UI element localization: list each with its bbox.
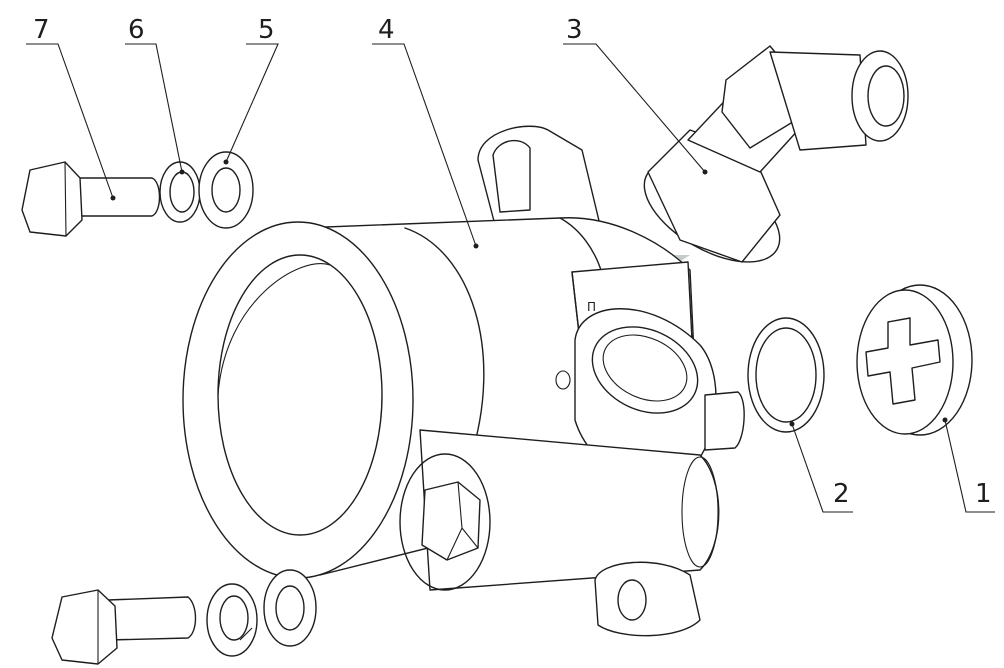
port-mark: П [587, 300, 596, 314]
svg-text:1: 1 [975, 479, 992, 509]
svg-text:2: 2 [833, 479, 850, 509]
elbow-fitting-part-3 [643, 45, 909, 263]
callout-4: 4 [372, 15, 479, 249]
callout-7: 7 [26, 15, 116, 201]
o-ring-part-2 [747, 317, 825, 433]
housing-part-4: П [182, 125, 745, 637]
lower-lock-washer [206, 583, 258, 657]
svg-text:3: 3 [566, 15, 583, 45]
callout-1: 1 [942, 417, 995, 513]
upper-lock-washer-part-6 [159, 161, 201, 223]
lower-bolt [51, 589, 197, 665]
callout-5: 5 [223, 15, 279, 165]
cap-part-1 [856, 284, 973, 436]
upper-washer-part-5 [198, 151, 254, 229]
svg-text:4: 4 [378, 15, 395, 45]
svg-text:6: 6 [128, 15, 145, 45]
lower-washer [263, 569, 317, 647]
callout-6: 6 [125, 15, 185, 175]
svg-text:5: 5 [258, 15, 275, 45]
callout-2: 2 [789, 421, 853, 513]
svg-text:7: 7 [33, 15, 50, 45]
upper-bolt-part-7 [21, 161, 161, 237]
callout-3: 3 [563, 15, 708, 175]
